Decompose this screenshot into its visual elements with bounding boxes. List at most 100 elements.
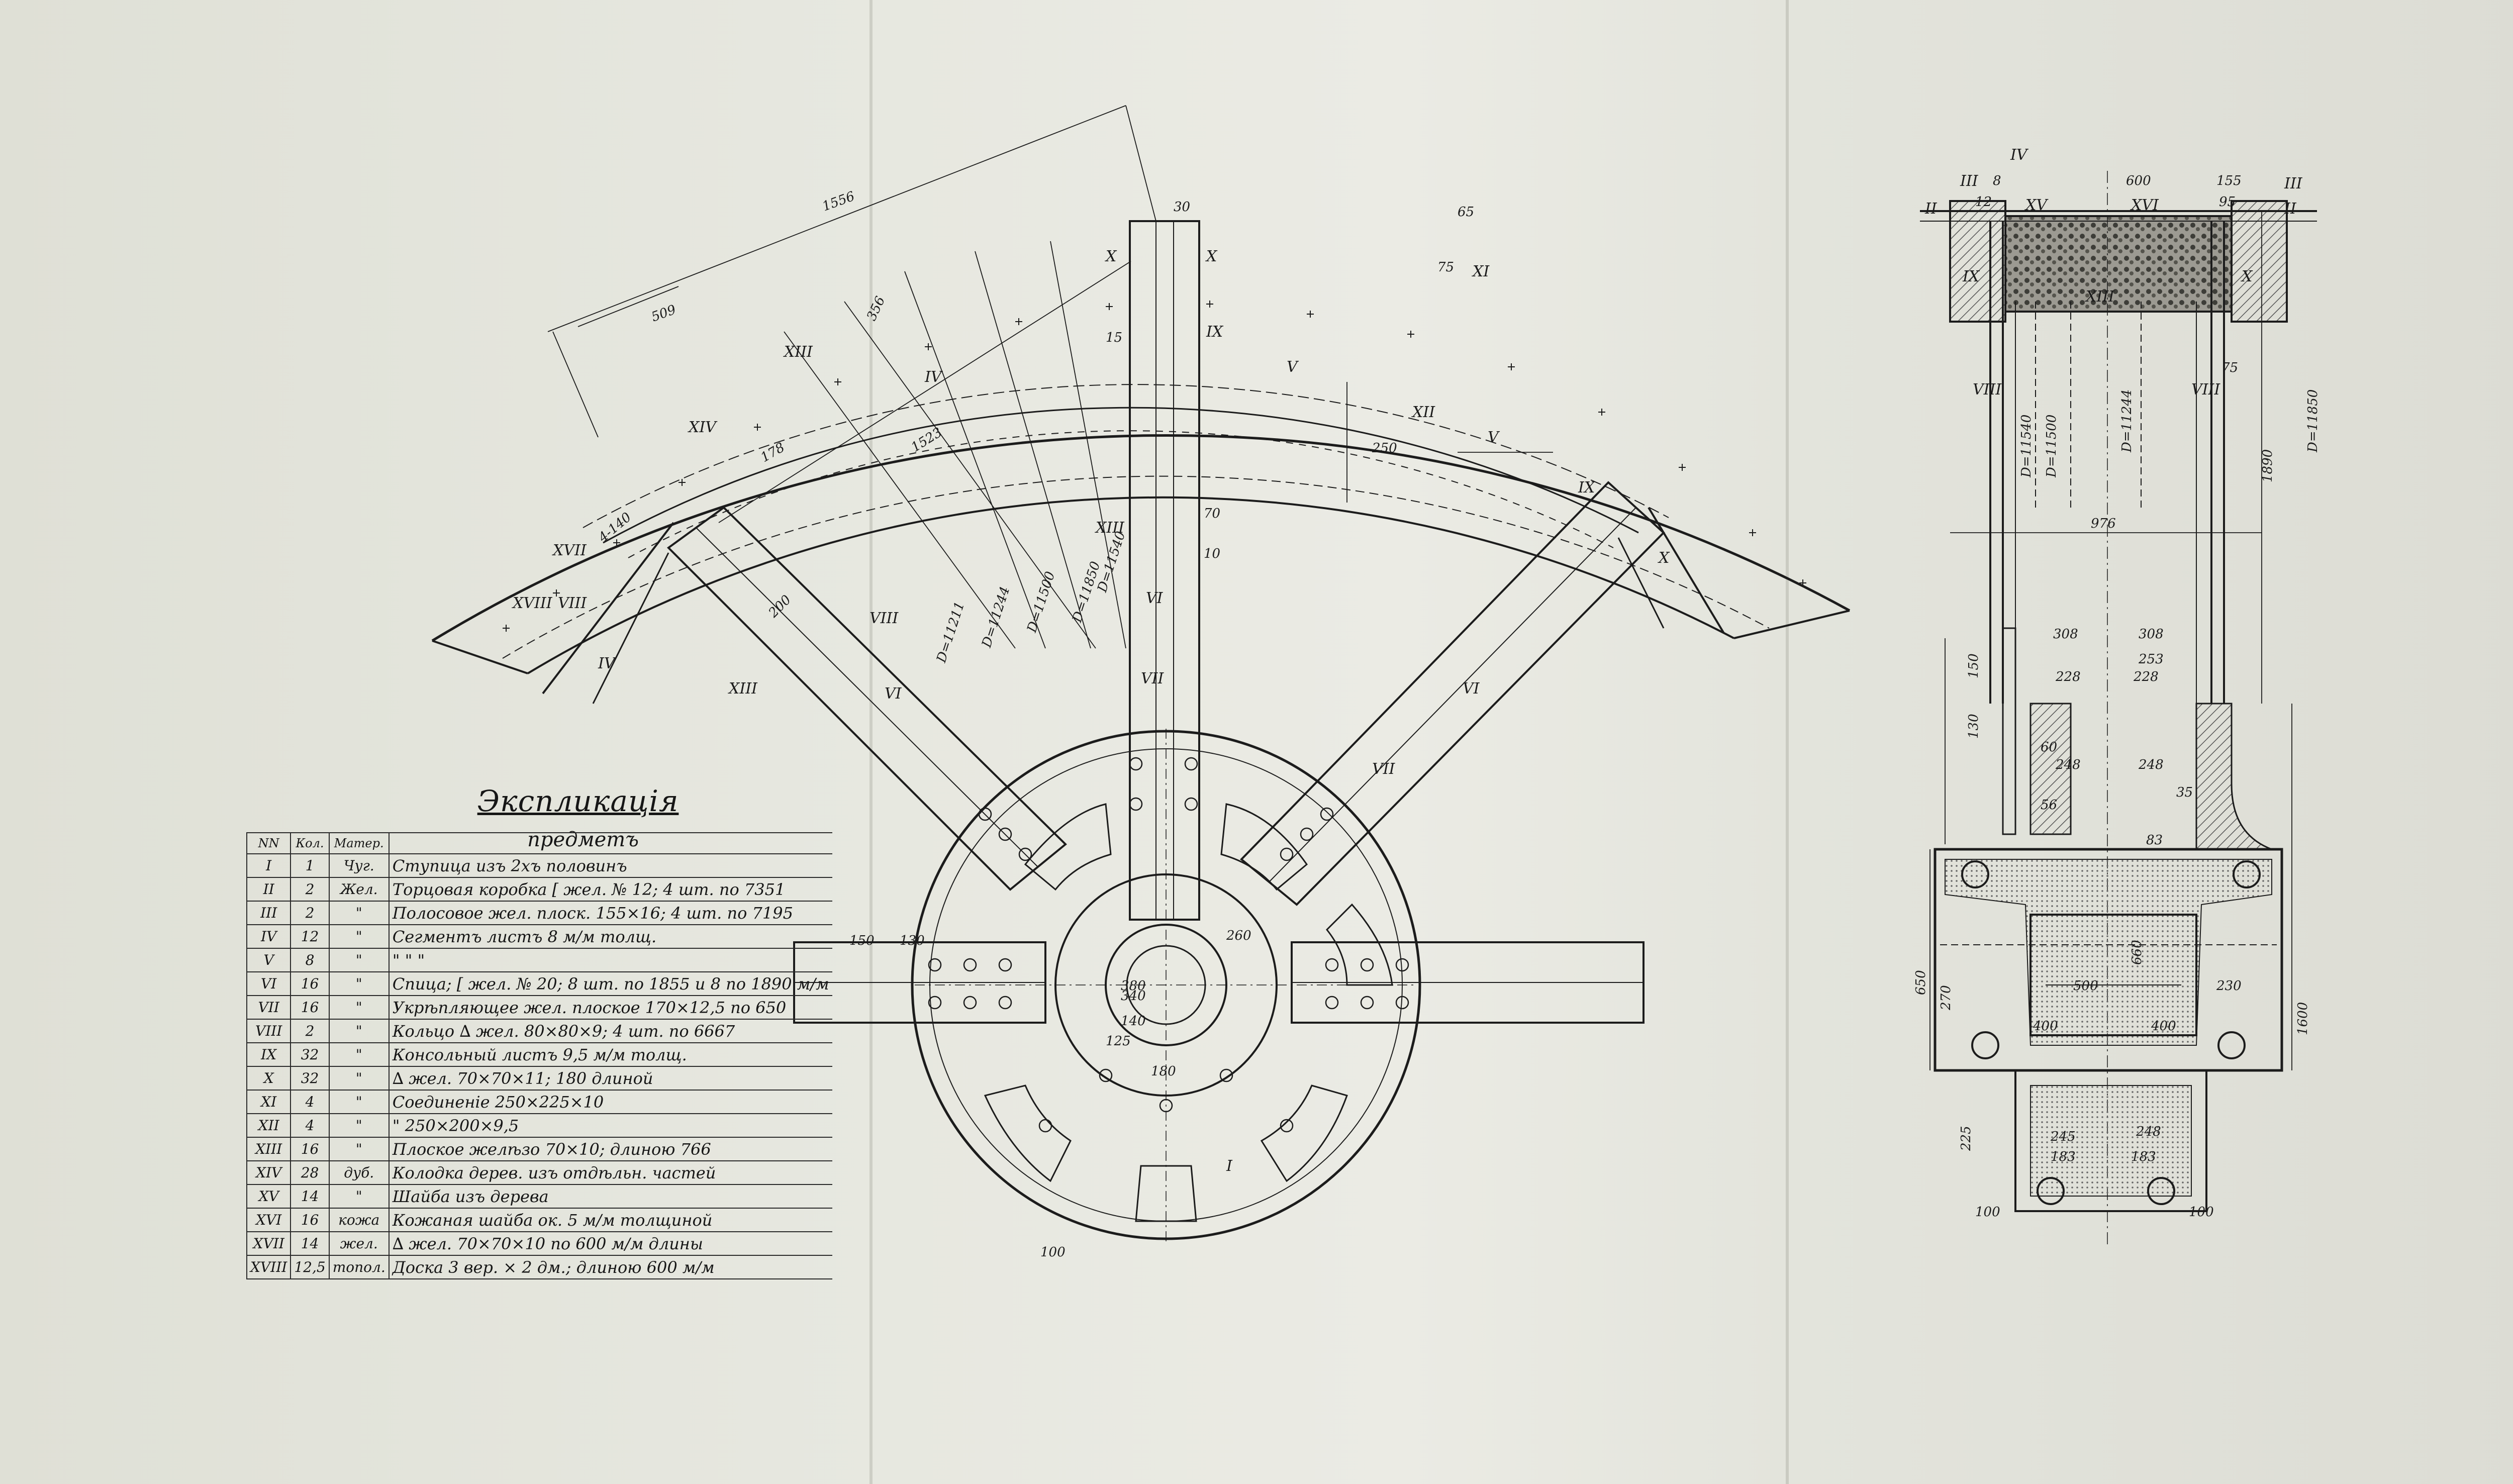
bolt-circle-arc — [502, 475, 1770, 659]
dim-250: 250 — [1372, 441, 1397, 456]
row-number: XVII — [246, 1231, 292, 1256]
dim-308: 308 — [2139, 627, 2164, 642]
part-label: VIII — [1973, 381, 2002, 399]
part-label: IV — [598, 655, 617, 672]
dim-976: 976 — [2091, 516, 2116, 531]
fold-line — [869, 0, 873, 1484]
dim-400: 400 — [2033, 1019, 2058, 1034]
wood-block-section — [2004, 215, 2233, 313]
dim-308: 308 — [2053, 627, 2078, 642]
row-number: XIV — [246, 1160, 292, 1185]
row-number: XII — [246, 1113, 292, 1138]
row-item: Консольный листъ 9,5 м/м толщ. — [388, 1042, 832, 1067]
row-item: Кольцо ∆ жел. 80×80×9; 4 шт. по 6667 — [388, 1019, 832, 1043]
dim-30: 30 — [1174, 200, 1190, 215]
row-material: " — [328, 1113, 390, 1138]
part-label: XIV — [688, 419, 718, 436]
dim-400: 400 — [2151, 1019, 2176, 1034]
row-number: VII — [246, 995, 292, 1020]
row-item: " 250×200×9,5 — [388, 1113, 832, 1138]
dim-180: 180 — [1151, 1064, 1176, 1079]
part-label: VI — [1463, 680, 1480, 698]
row-item: Полосовое жел. плоск. 155×16; 4 шт. по 7… — [388, 901, 832, 925]
dim-75: 75 — [2221, 360, 2238, 375]
dim-130: 130 — [1966, 714, 1981, 739]
part-label: XIII — [783, 343, 813, 361]
part-label: VIII — [558, 595, 587, 612]
dim-75: 75 — [1437, 260, 1454, 275]
dim-248: 248 — [2055, 757, 2081, 772]
row-material: " — [328, 995, 390, 1020]
dim-130: 130 — [900, 933, 925, 948]
row-quantity: 2 — [290, 901, 330, 925]
row-material: жел. — [328, 1231, 390, 1256]
dim-509: 509 — [649, 302, 678, 325]
col-material: Матер. — [328, 832, 390, 854]
part-label: IV — [2010, 146, 2029, 164]
part-label: XVIII — [512, 595, 553, 612]
dim-260: 260 — [1226, 928, 1251, 943]
dim-1890: 1890 — [2260, 449, 2275, 482]
part-label: X — [1105, 248, 1117, 265]
row-number: XI — [246, 1090, 292, 1114]
dim-d11500: D=11500 — [1024, 570, 1058, 635]
row-item: ∆ жел. 70×70×11; 180 длиной — [388, 1066, 832, 1091]
part-label: XII — [1411, 404, 1435, 421]
spoke-vertical — [1129, 220, 1200, 921]
dim-340: 340 — [1121, 988, 1146, 1004]
row-item: Кожаная шайба ок. 5 м/м толщиной — [388, 1208, 832, 1232]
dim-12: 12 — [1975, 194, 1992, 210]
part-label: XVII — [552, 542, 587, 559]
row-item: Укрѣпляющее жел. плоское 170×12,5 по 650 — [388, 995, 832, 1020]
dim-183: 183 — [2131, 1149, 2156, 1164]
dim-95: 95 — [2219, 194, 2236, 210]
row-quantity: 2 — [290, 1019, 330, 1043]
row-item: Спица; [ жел. № 20; 8 шт. по 1855 и 8 по… — [388, 971, 832, 996]
row-number: VIII — [246, 1019, 292, 1043]
row-material: " — [328, 1137, 390, 1161]
row-number: XV — [246, 1184, 292, 1209]
row-number: III — [246, 901, 292, 925]
dim-d11211: D=11211 — [934, 600, 968, 665]
dim-83: 83 — [2146, 833, 2163, 848]
row-quantity: 16 — [290, 995, 330, 1020]
hub-section — [1934, 848, 2283, 1072]
dim-1600: 1600 — [2295, 1002, 2310, 1035]
dim-d11244: D=11244 — [979, 585, 1013, 650]
rim-inner-arc — [527, 496, 1734, 674]
ring-arc — [603, 407, 1639, 544]
row-quantity: 14 — [290, 1231, 330, 1256]
row-item: Ступица изъ 2хъ половинъ — [388, 853, 832, 878]
row-item: Шайба изъ дерева — [388, 1184, 832, 1209]
dim-660: 660 — [2130, 940, 2145, 965]
part-label: X — [1658, 549, 1670, 567]
row-quantity: 12 — [290, 924, 330, 949]
row-quantity: 16 — [290, 1137, 330, 1161]
part-label: III — [2284, 175, 2303, 192]
row-material: дуб. — [328, 1160, 390, 1185]
dim-1556: 1556 — [820, 189, 856, 215]
dim-125: 125 — [1106, 1034, 1131, 1049]
part-label: XI — [1472, 263, 1490, 280]
row-quantity: 2 — [290, 877, 330, 902]
row-number: VI — [246, 971, 292, 996]
dim-178: 178 — [758, 440, 788, 465]
part-label: VIII — [2191, 381, 2220, 399]
dim-225: 225 — [1959, 1126, 1974, 1151]
row-material: " — [328, 1066, 390, 1091]
dim-100: 100 — [1975, 1205, 2000, 1220]
part-label: II — [1924, 200, 1938, 218]
spoke-right — [1240, 481, 1665, 906]
